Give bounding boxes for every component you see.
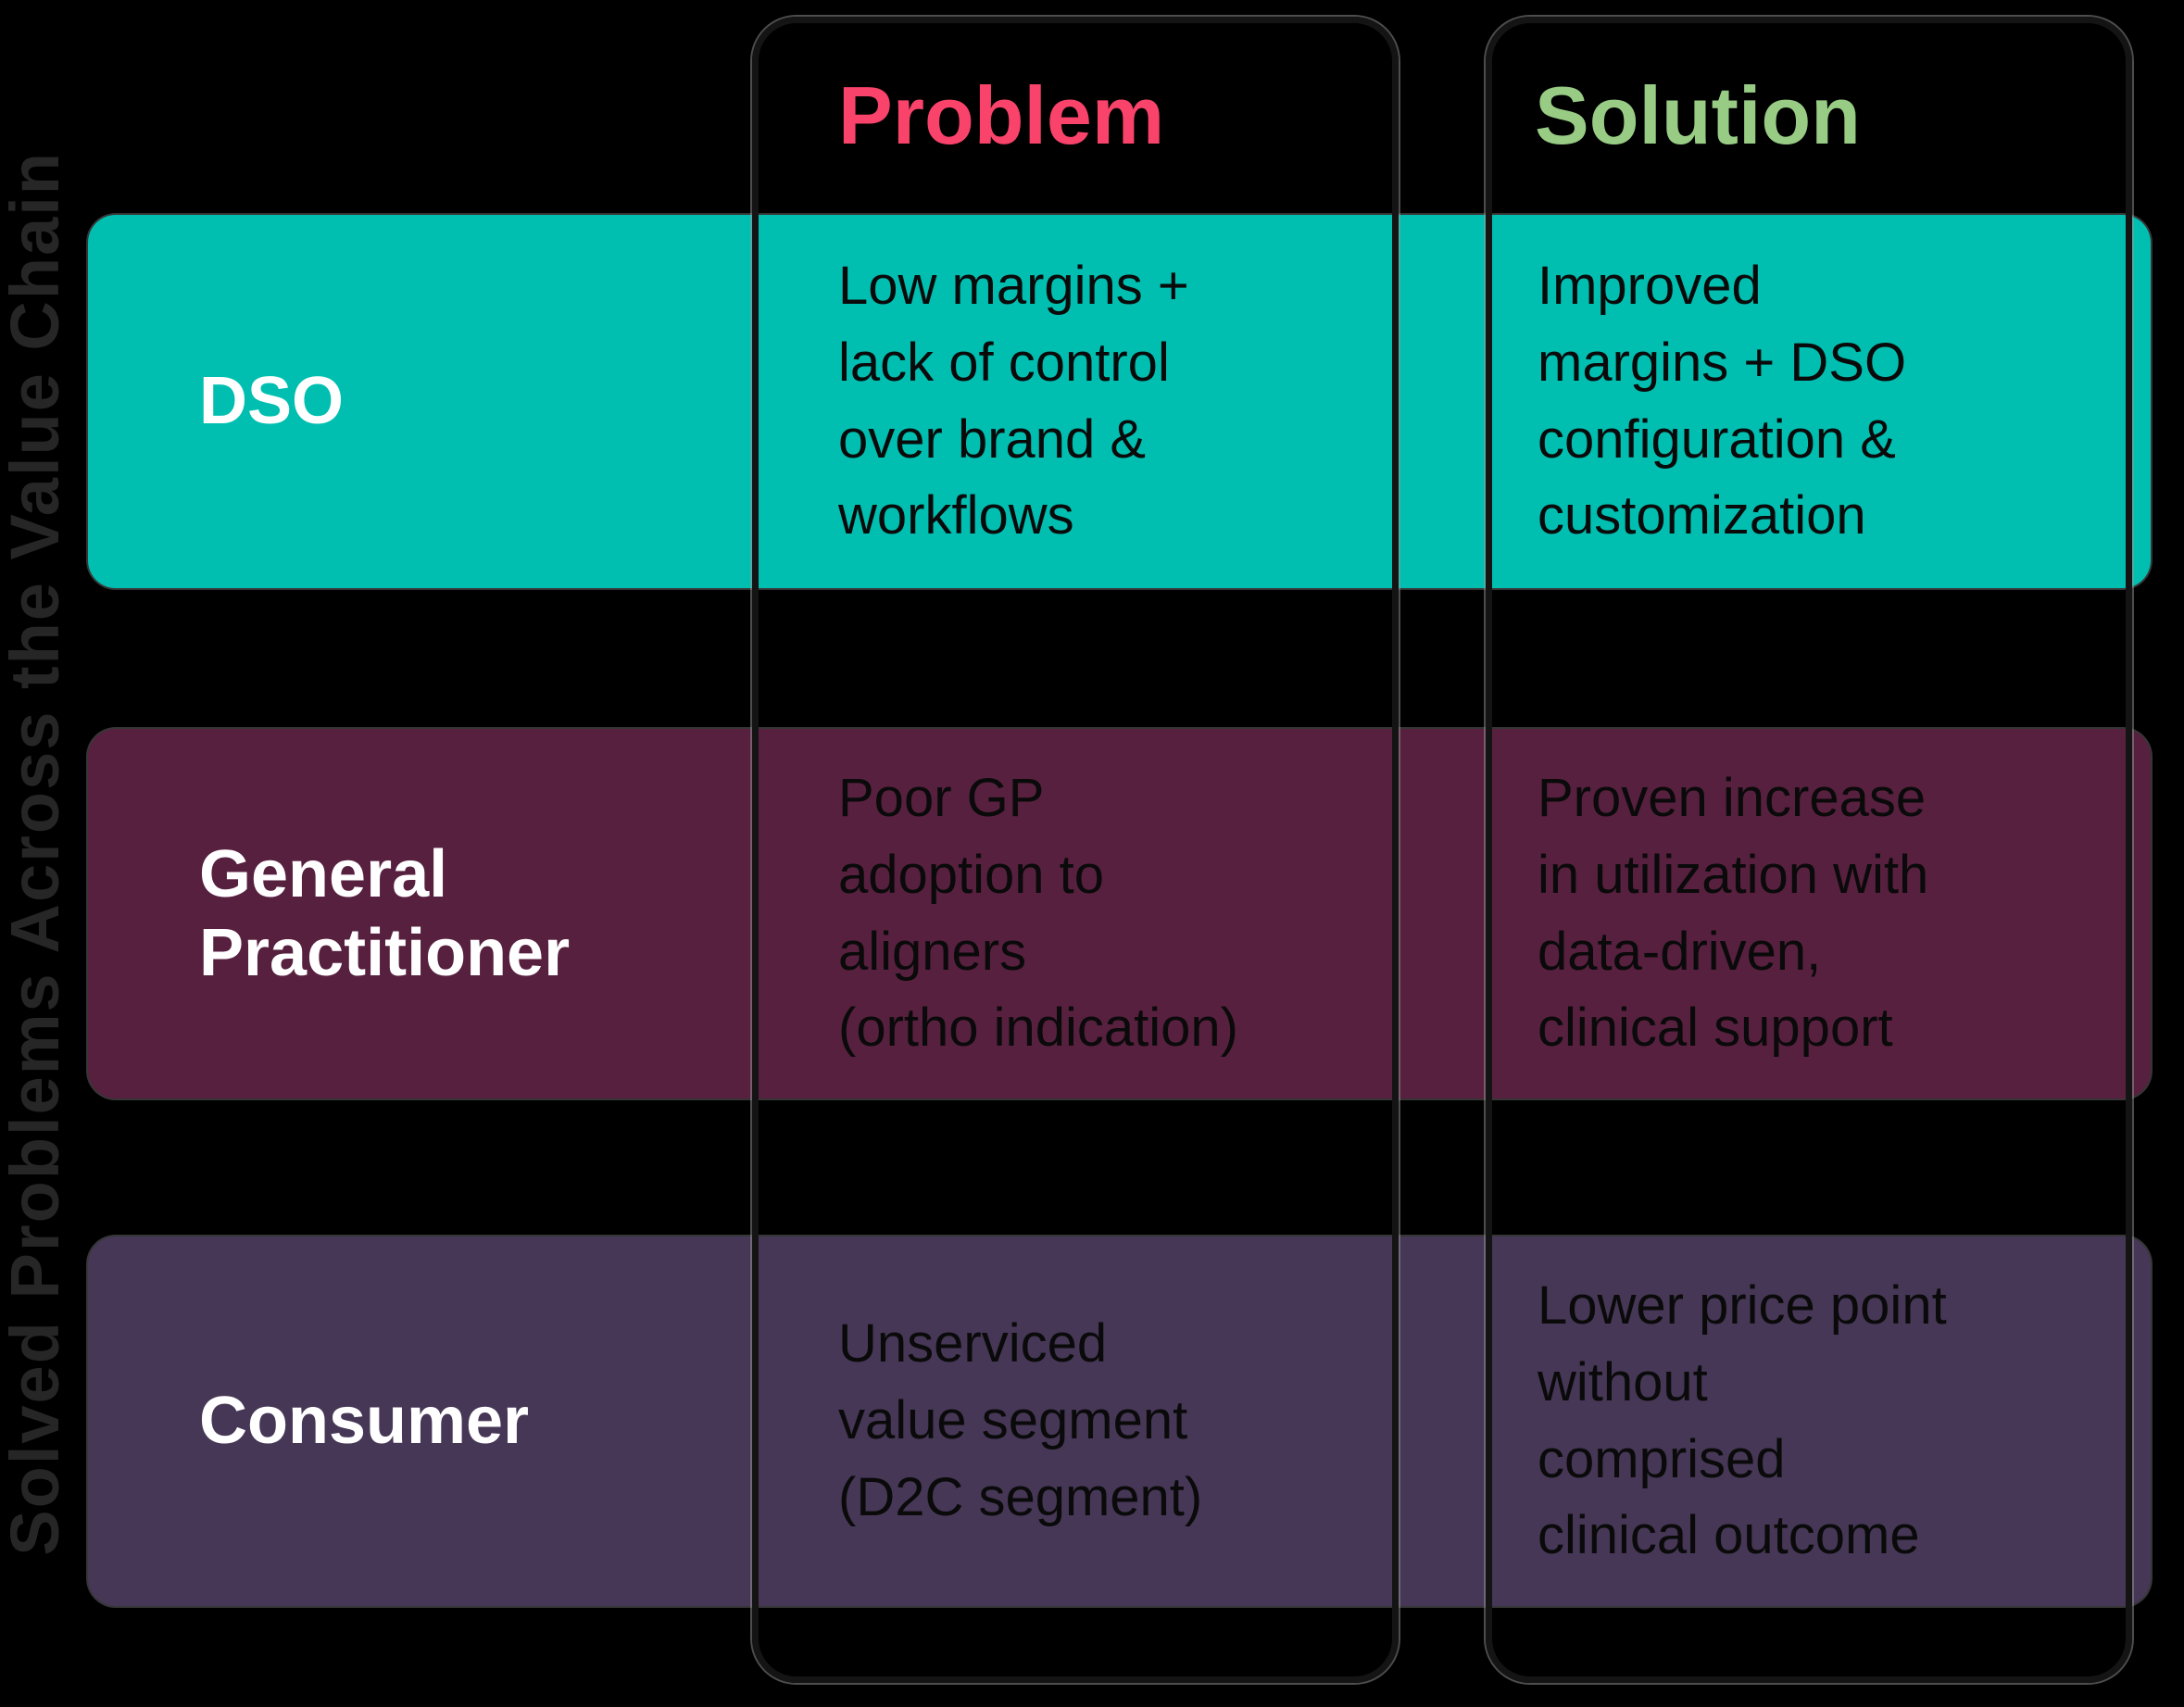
cell-consumer-problem: Unserviced value segment (D2C segment)	[838, 1313, 1203, 1527]
cell-gp-solution: Proven increase in utilization with data…	[1538, 767, 1929, 1059]
cell-gp-problem: Poor GP adoption to aligners (ortho indi…	[838, 767, 1238, 1059]
solution-column-header: Solution	[1535, 69, 1861, 161]
cell-dso-solution: Improved margins + DSO configuration & c…	[1538, 255, 1907, 546]
solution-column-outline	[1486, 17, 2132, 1683]
row-consumer-band	[88, 1236, 2151, 1606]
row-label-dso: DSO	[199, 364, 345, 439]
row-label-consumer: Consumer	[199, 1384, 530, 1459]
cell-consumer-solution: Lower price point without comprised clin…	[1538, 1274, 1947, 1566]
row-dso-band	[88, 215, 2151, 588]
problem-column-outline	[752, 17, 1399, 1683]
row-general-practitioner-band	[88, 729, 2151, 1098]
side-label-text: Solved Problems Across the Value Chain	[0, 151, 73, 1556]
side-label: Solved Problems Across the Value Chain	[0, 0, 73, 1707]
row-label-general-practitioner: General Practitioner	[199, 836, 571, 990]
problem-column-header: Problem	[838, 69, 1165, 161]
cell-dso-problem: Low margins + lack of control over brand…	[838, 255, 1189, 546]
